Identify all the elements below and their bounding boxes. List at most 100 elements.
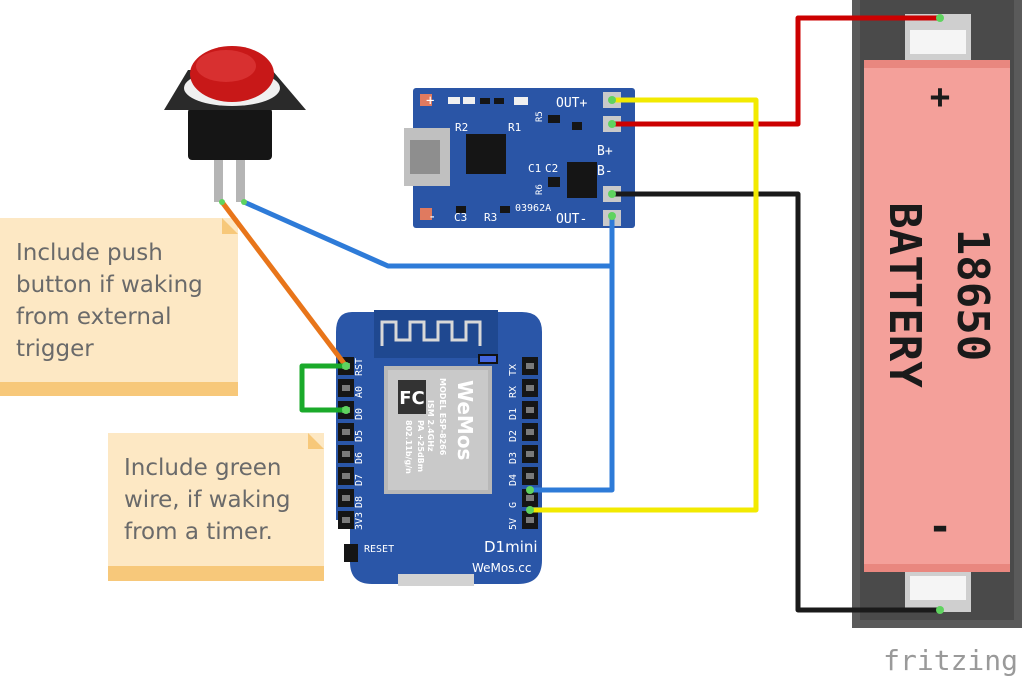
- wire-end-marker: [936, 606, 944, 614]
- wire-end-marker: [342, 406, 350, 414]
- smd-component: [456, 206, 466, 213]
- note-background: [0, 218, 238, 396]
- smd-component: [514, 97, 528, 105]
- d1-mini-board: FC MODEL ESP-8266 ISM 2.4GHz PA +25dBm 8…: [336, 310, 542, 586]
- reset-label: RESET: [364, 544, 394, 555]
- pin-label-d5: D5: [354, 430, 365, 442]
- label-out-minus: OUT-: [556, 212, 587, 227]
- label-b-plus: B+: [597, 144, 613, 159]
- smd-component: [448, 97, 460, 104]
- pin-label-d3: D3: [508, 452, 519, 464]
- charger-pad-minus: [420, 208, 432, 220]
- wire-end-marker: [608, 96, 616, 104]
- note-green-wire: Include green wire, if waking from a tim…: [108, 433, 324, 581]
- battery-label-18650: 18650: [947, 229, 998, 361]
- d1-brand: D1mini: [484, 538, 538, 556]
- battery-plus-sign: +: [930, 77, 950, 117]
- label-r1: R1: [508, 121, 521, 134]
- header-pin-contact: [526, 407, 534, 413]
- protection-ic: [567, 162, 597, 198]
- push-button: [164, 46, 306, 202]
- fritzing-watermark: fritzing: [883, 644, 1018, 677]
- pin-label-d7: D7: [354, 474, 365, 486]
- smd-led-lens: [480, 356, 496, 362]
- yellow-wire: [530, 97, 759, 513]
- pin-label-5v: 5V: [508, 518, 519, 530]
- pin-label-tx: TX: [508, 364, 519, 376]
- smd-component: [548, 177, 560, 187]
- pin-label-d6: D6: [354, 452, 365, 464]
- note-line-2: wire, if waking: [124, 487, 291, 513]
- header-pin-contact: [342, 473, 350, 479]
- note-line-1: Include green: [124, 455, 281, 481]
- pin-label-d2: D2: [508, 430, 519, 442]
- pin-label-g: G: [508, 502, 519, 508]
- wire-end-marker: [219, 199, 225, 205]
- pin-label-rx: RX: [508, 386, 519, 398]
- wire-end-marker: [241, 199, 247, 205]
- smd-component: [463, 97, 475, 104]
- label-r5: R5: [535, 111, 545, 122]
- pin-label-a0: A0: [354, 386, 365, 398]
- note-push-button: Include push button if waking from exter…: [0, 218, 238, 396]
- fcc-logo-bg: [398, 380, 426, 414]
- battery-cap-bottom: [864, 564, 1010, 572]
- button-housing: [188, 108, 272, 160]
- pin-label-rst: RST: [354, 358, 365, 376]
- pin-label-d8: D8: [354, 496, 365, 508]
- blue-wire-ground: [530, 216, 615, 493]
- label-r2: R2: [455, 121, 468, 134]
- charger-plus-label: +: [426, 93, 434, 109]
- wire-end-marker: [608, 212, 616, 220]
- top-terminal-plate: [910, 30, 966, 54]
- note-fold: [308, 433, 324, 449]
- module-model: MODEL ESP-8266: [438, 378, 447, 456]
- header-pin-contact: [526, 495, 534, 501]
- battery-cap-top: [864, 60, 1010, 68]
- wire-end-marker: [936, 14, 944, 22]
- button-cap-highlight: [196, 50, 256, 82]
- orange-wire: [220, 200, 348, 368]
- note-footer: [0, 382, 238, 396]
- button-leg-right: [236, 160, 245, 202]
- d1-url: WeMos.cc: [472, 561, 532, 575]
- button-leg-left: [214, 160, 223, 202]
- wire-end-marker: [526, 506, 534, 514]
- module-ism: ISM 2.4GHz: [426, 400, 435, 452]
- micro-usb-opening: [410, 140, 440, 174]
- d1-usb-port: [398, 574, 474, 586]
- note-line-3: from external: [16, 304, 171, 330]
- module-logo: WeMos: [453, 380, 477, 460]
- smd-component: [548, 115, 560, 123]
- battery-body: [864, 60, 1010, 572]
- module-wifi: 802.11b/g/n: [404, 420, 413, 474]
- reset-button: [344, 544, 358, 562]
- label-b-minus: B-: [597, 164, 613, 179]
- charger-code: 03962A: [515, 203, 551, 214]
- header-pin-contact: [342, 517, 350, 523]
- battery-18650: + - 18650 BATTERY: [852, 0, 1022, 628]
- wire-end-marker: [526, 486, 534, 494]
- label-r3: R3: [484, 211, 497, 224]
- antenna-trace: [380, 320, 482, 346]
- header-pin-contact: [526, 517, 534, 523]
- header-pin-contact: [526, 451, 534, 457]
- wire-end-marker: [342, 362, 350, 370]
- green-wire: [299, 363, 346, 413]
- note-fold: [222, 218, 238, 234]
- note-line-4: trigger: [16, 336, 94, 362]
- header-pin-contact: [526, 429, 534, 435]
- pin-label-d4: D4: [508, 474, 519, 486]
- bottom-terminal-plate: [910, 576, 966, 600]
- smd-component: [500, 206, 510, 213]
- fcc-logo: FC: [399, 388, 425, 409]
- label-r6: R6: [535, 184, 545, 195]
- note-line-1: Include push: [16, 240, 163, 266]
- charger-pad-plus: [420, 94, 432, 106]
- header-pin-contact: [526, 363, 534, 369]
- note-line-2: button if waking: [16, 272, 203, 298]
- header-pin-contact: [526, 385, 534, 391]
- blue-wire-button: [242, 199, 612, 269]
